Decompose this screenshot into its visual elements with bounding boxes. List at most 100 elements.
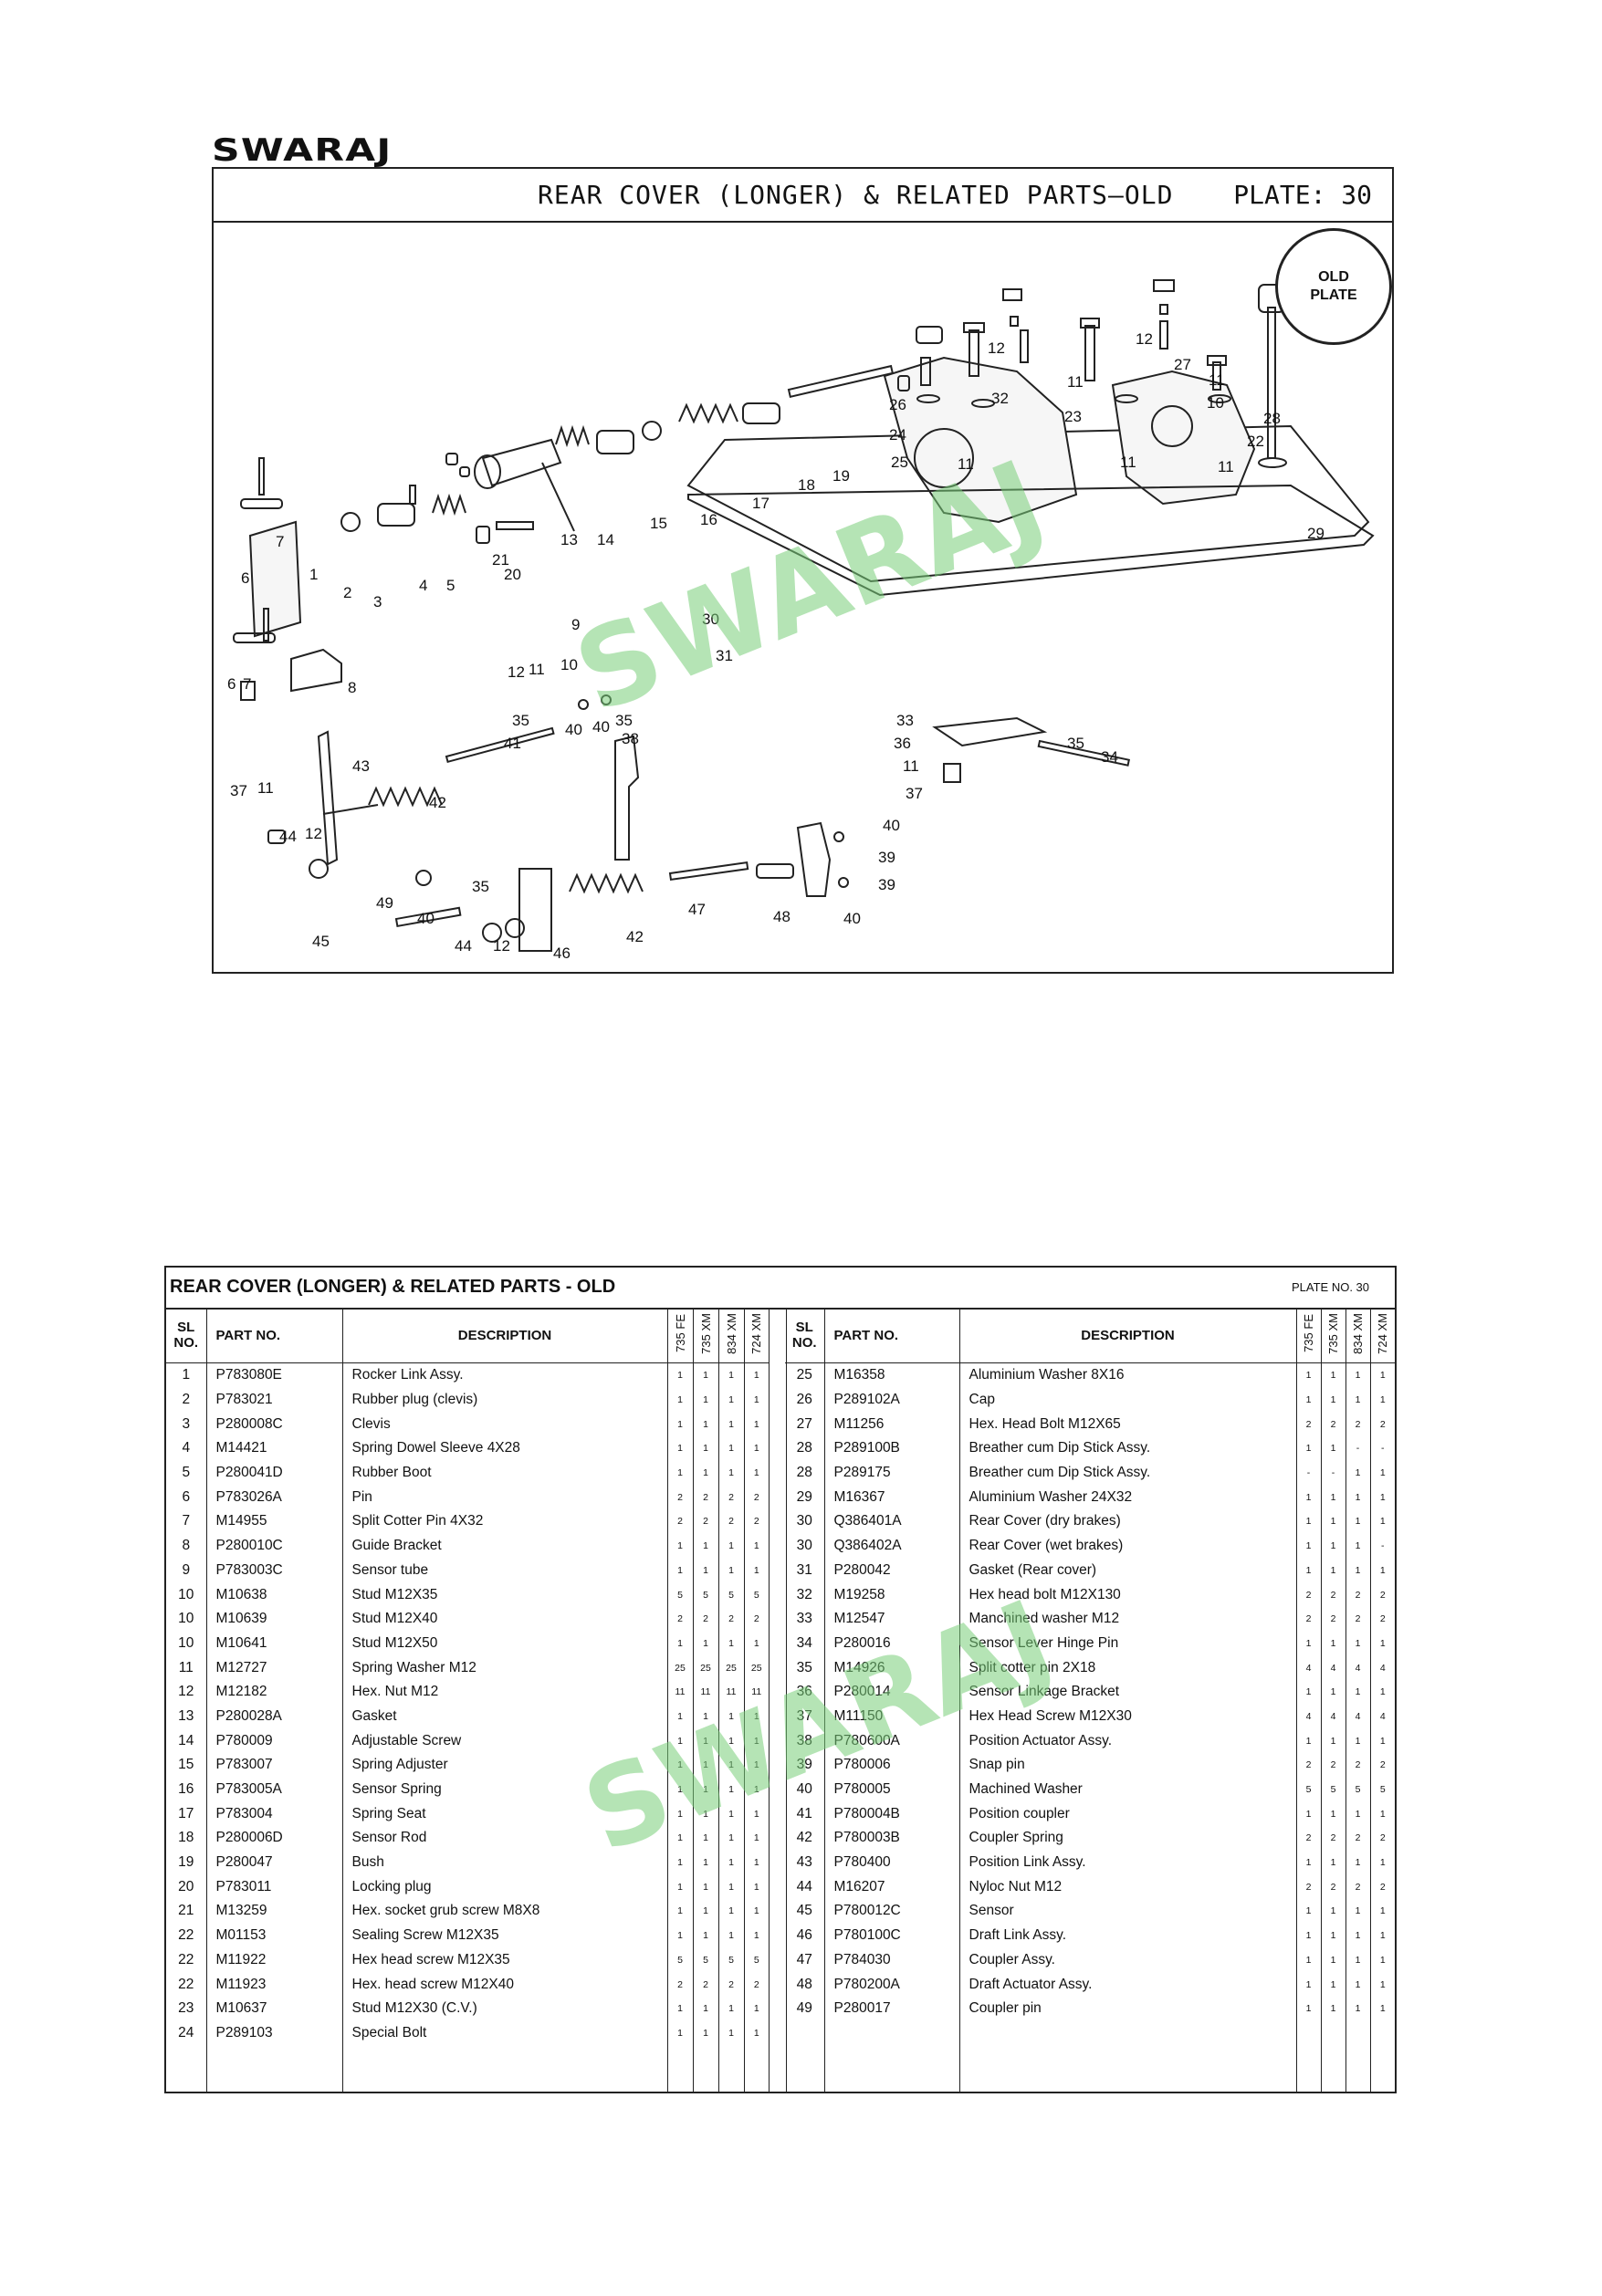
sl-no: 30 — [785, 1533, 825, 1559]
sl-no: 2 — [166, 1387, 207, 1413]
qty-735xm: 1 — [693, 1362, 719, 1388]
qty-834xm: 2 — [1345, 1606, 1371, 1632]
sl-no: 28 — [785, 1460, 825, 1486]
callout-label: 35 — [472, 878, 489, 895]
qty-724xm: 5 — [753, 1589, 759, 1601]
part-no: Q386401A — [824, 1509, 960, 1534]
callout-label: 46 — [553, 944, 571, 962]
callout-label: 40 — [843, 910, 861, 927]
sensor-rod — [787, 364, 895, 398]
qty-735fe: 2 — [1296, 1412, 1322, 1437]
description: Sensor — [959, 1899, 1297, 1924]
table-filler-row — [785, 2020, 1395, 2092]
qty-834xm: 2 — [1345, 1753, 1371, 1778]
qty-724xm: 1 — [1379, 1905, 1386, 1917]
qty-724xm: 1 — [1379, 1637, 1386, 1649]
qty-834xm: 1 — [1345, 1460, 1371, 1486]
table-filler-row — [166, 2045, 769, 2092]
callout-label: 11 — [529, 661, 545, 678]
sl-no: 30 — [785, 1509, 825, 1534]
qty-735xm: 1 — [1321, 1801, 1346, 1827]
qty-834xm: 1 — [718, 1631, 745, 1656]
part-no: P784030 — [824, 1947, 960, 1973]
sensor-tube — [481, 438, 562, 487]
callout-label: 19 — [832, 467, 850, 485]
callout-label: 29 — [1307, 525, 1325, 542]
callout-label: 7 — [276, 533, 284, 550]
callout-label: 45 — [312, 933, 330, 950]
qty-724xm: 1 — [753, 2003, 759, 2015]
qty-735fe: - — [1296, 1460, 1322, 1486]
qty-735xm: 1 — [1321, 1533, 1346, 1559]
col-part-no: PART NO. — [824, 1308, 960, 1363]
qty-735xm: 4 — [1321, 1704, 1346, 1729]
qty-735fe: 1 — [1296, 1801, 1322, 1827]
callout-label: 6 — [241, 569, 249, 587]
qty-834xm: 1 — [1345, 1850, 1371, 1875]
qty-834xm: 1 — [718, 1704, 745, 1729]
callout-label: 9 — [571, 616, 580, 633]
qty-834xm: 1 — [1345, 1533, 1371, 1559]
qty-724xm: 1 — [1379, 1491, 1386, 1503]
part-no: P783011 — [206, 1874, 343, 1900]
callout-label: 48 — [773, 908, 791, 925]
brand-logo: SWARAJ — [212, 132, 393, 169]
description: Sensor Spring — [342, 1777, 668, 1802]
sl-no: 45 — [785, 1899, 825, 1924]
part-no: P783080E — [206, 1362, 343, 1388]
sl-no: 3 — [166, 1412, 207, 1437]
description: Spring Washer M12 — [342, 1655, 668, 1680]
qty-735xm: 1 — [693, 1387, 719, 1413]
qty-724xm: 1 — [753, 1564, 759, 1576]
sl-no: 40 — [785, 1777, 825, 1802]
col-model-3-label: 834 XM — [1351, 1312, 1365, 1354]
qty-724xm: - — [1381, 1540, 1385, 1552]
callout-label: 11 — [1209, 371, 1225, 389]
sl-no: 46 — [785, 1923, 825, 1948]
sl-no: 14 — [166, 1728, 207, 1753]
qty-834xm: 2 — [718, 1606, 745, 1632]
qty-724xm: 25 — [750, 1662, 762, 1674]
exploded-view-plate: REAR COVER (LONGER) & RELATED PARTS—OLD … — [212, 167, 1394, 974]
qty-724xm: 2 — [753, 1978, 759, 1990]
callout-label: 10 — [560, 656, 578, 673]
empty-cell — [693, 2045, 719, 2092]
table-plate-number: PLATE NO. 30 — [1291, 1280, 1369, 1294]
description: Locking plug — [342, 1874, 668, 1900]
qty-735xm: 2 — [1321, 1582, 1346, 1607]
qty-735fe: 1 — [667, 1996, 694, 2021]
description: Hex. Nut M12 — [342, 1679, 668, 1705]
qty-834xm: 1 — [718, 1899, 745, 1924]
qty-724xm: 2 — [753, 1613, 759, 1625]
parts-table: REAR COVER (LONGER) & RELATED PARTS - OL… — [164, 1266, 1397, 2093]
part-no: P280041D — [206, 1460, 343, 1486]
callout-label: 30 — [702, 611, 719, 628]
callout-label: 10 — [1207, 394, 1224, 412]
qty-735xm: 5 — [1321, 1777, 1346, 1802]
sl-no: 4 — [166, 1436, 207, 1461]
col-description: DESCRIPTION — [342, 1308, 668, 1363]
qty-724xm: 1 — [753, 2027, 759, 2039]
callout-label: 43 — [352, 757, 370, 775]
description: Coupler pin — [959, 1996, 1297, 2021]
description: Hex. Head Bolt M12X65 — [959, 1412, 1297, 1437]
qty-724xm: 2 — [753, 1491, 759, 1503]
qty-834xm: 1 — [1345, 1679, 1371, 1705]
description: Snap pin — [959, 1753, 1297, 1778]
qty-724xm: 1 — [753, 1808, 759, 1820]
qty-735xm: 1 — [693, 1533, 719, 1559]
qty-735fe: 1 — [667, 1753, 694, 1778]
description: Position Link Assy. — [959, 1850, 1297, 1875]
callout-label: 12 — [493, 937, 510, 955]
callout-label: 35 — [1067, 735, 1084, 752]
qty-724xm: 1 — [1379, 1978, 1386, 1990]
sensor-linkage-bracket — [932, 716, 1048, 747]
